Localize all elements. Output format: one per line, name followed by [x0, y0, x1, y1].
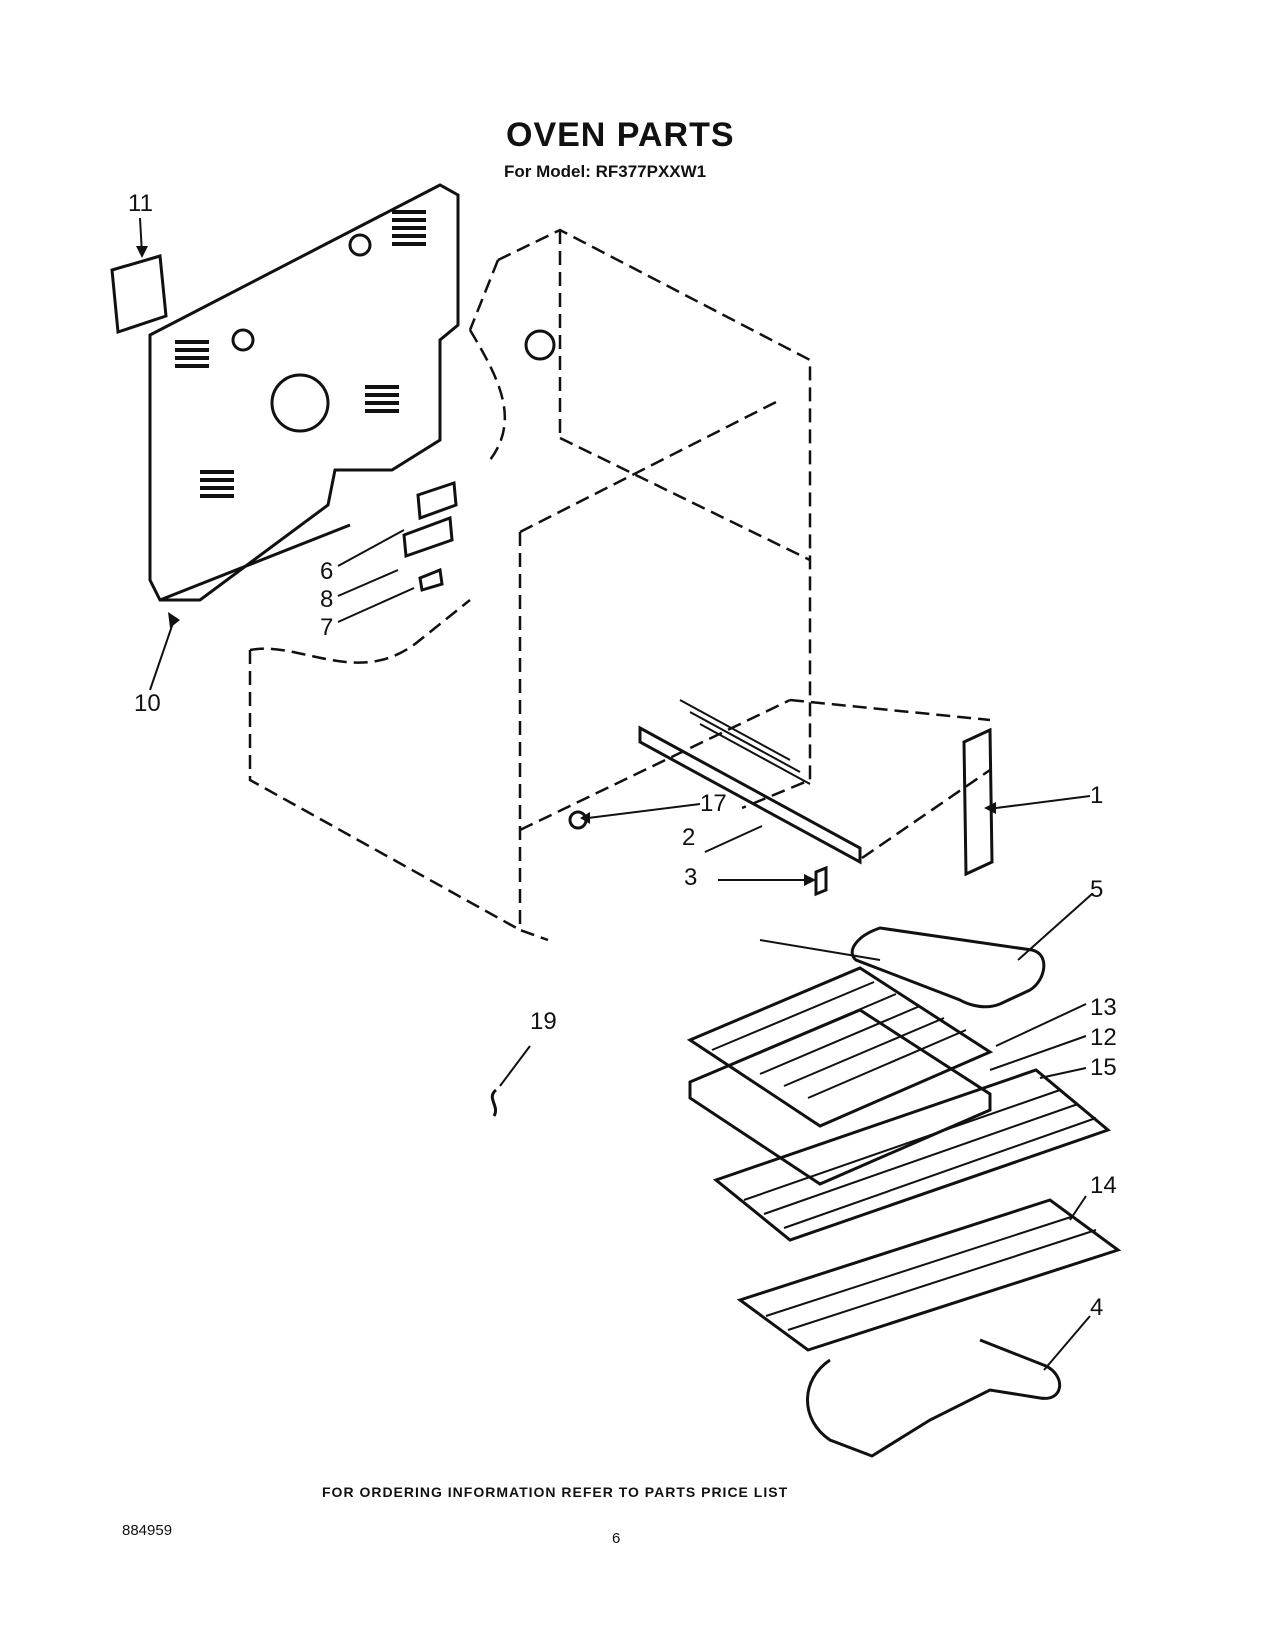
callout-10: 10	[134, 690, 161, 717]
model-subtitle: For Model: RF377PXXW1	[504, 162, 707, 181]
vent-slots	[175, 210, 426, 498]
part-11-plate	[110, 217, 168, 335]
callout-8: 8	[320, 586, 334, 613]
callout-17: 17	[700, 790, 727, 817]
callout-14: 14	[1090, 1172, 1117, 1199]
page-number: 6	[612, 1530, 621, 1547]
page-title: OVEN PARTS	[506, 116, 735, 154]
part-1-bracket	[962, 727, 1091, 877]
callout-6: 6	[320, 558, 334, 585]
callout-3: 3	[684, 864, 698, 891]
part-3-screw	[718, 865, 828, 897]
callout-19: 19	[530, 1008, 557, 1035]
callout-4: 4	[1090, 1294, 1104, 1321]
part-2-rail	[638, 699, 862, 865]
part-5-broil-element	[759, 893, 1093, 1009]
callout-12: 12	[1090, 1024, 1117, 1051]
ordering-note: FOR ORDERING INFORMATION REFER TO PARTS …	[322, 1484, 789, 1500]
part-10-back-panel	[148, 183, 460, 691]
document-number: 884959	[122, 1522, 173, 1539]
part-15-rack	[712, 1067, 1112, 1242]
callout-15: 15	[1090, 1054, 1117, 1081]
callout-7: 7	[320, 614, 334, 641]
callout-2: 2	[682, 824, 696, 851]
part-4-bake-element	[806, 1315, 1091, 1458]
callout-13: 13	[1090, 994, 1117, 1021]
part-19-clip	[490, 1045, 531, 1117]
part-12-broiler-pan	[688, 1008, 1087, 1186]
callout-11: 11	[128, 190, 153, 217]
parts-6-7-8-switch	[337, 480, 458, 623]
part-17-screw	[568, 803, 701, 830]
part-14-rack	[736, 1195, 1122, 1352]
callout-5: 5	[1090, 876, 1104, 903]
callout-1: 1	[1090, 782, 1104, 809]
oven-cavity-wrapper	[248, 228, 991, 942]
